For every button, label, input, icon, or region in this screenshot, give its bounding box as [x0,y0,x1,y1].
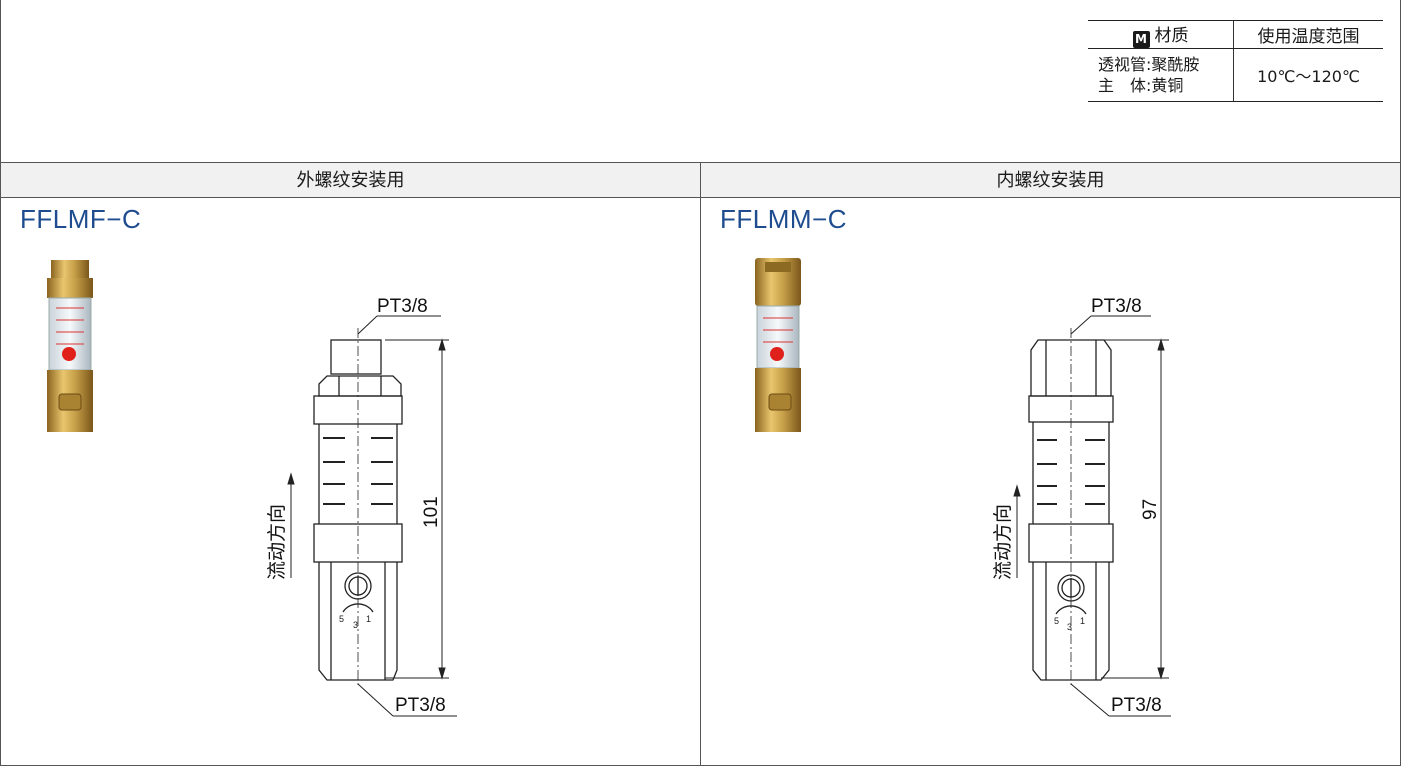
material-line-1: 透视管:聚酰胺 [1098,55,1200,74]
product-photo [755,258,801,432]
scale-label-3: 3 [353,620,358,630]
length-dimension [1101,338,1169,680]
left-panel: FFLMF−C [0,198,701,766]
bottom-port-callout [357,683,457,717]
scale-label-1: 1 [1080,616,1085,626]
flow-direction-label: 流动方向 [266,504,288,580]
bottom-port-callout [1070,683,1171,717]
scale-label-5: 5 [339,614,344,624]
temperature-header: 使用温度范围 [1233,20,1383,49]
right-panel: FFLMM−C [700,198,1401,766]
length-value: 101 [421,496,442,528]
flow-direction-label: 流动方向 [992,504,1014,580]
temperature-value: 10℃～120℃ [1233,48,1383,102]
bottom-port-label: PT3/8 [1111,695,1162,716]
material-line-2: 主 体:黄铜 [1098,76,1184,95]
top-port-label: PT3/8 [1091,296,1142,317]
length-value: 97 [1140,499,1161,520]
scale-label-5: 5 [1054,616,1059,626]
top-port-callout [357,315,441,335]
technical-drawing [1028,328,1114,688]
top-port-label: PT3/8 [377,296,428,317]
length-dimension [385,338,449,680]
material-cell: 透视管:聚酰胺 主 体:黄铜 [1088,48,1234,102]
model-name: FFLMM−C [720,204,847,234]
left-section-header: 外螺纹安装用 [0,162,701,198]
product-photo [47,260,93,432]
right-drawing: 5 3 1 PT3/8 PT3/8 97 [755,258,1171,717]
left-drawing: 5 3 1 PT3/8 PT3/8 101 流动方向 [47,260,457,717]
model-name: FFLMF−C [20,204,142,234]
flow-arrow [287,472,295,578]
flow-arrow [1013,484,1021,578]
right-section-header: 内螺纹安装用 [700,162,1401,198]
technical-drawing [313,328,403,688]
bottom-port-label: PT3/8 [395,695,446,716]
top-port-callout [1070,315,1151,335]
scale-label-1: 1 [366,614,371,624]
material-badge-icon: M [1132,31,1150,48]
scale-label-3: 3 [1067,622,1072,632]
